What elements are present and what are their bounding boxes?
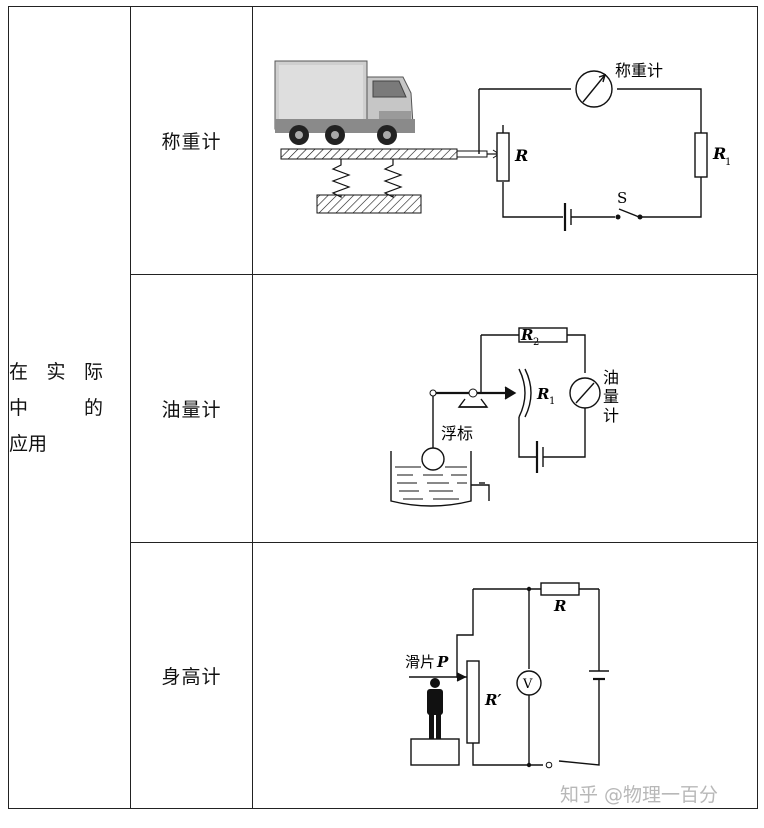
base-block: [316, 194, 422, 214]
category-line-3: 应用: [9, 432, 48, 455]
resistor-r1-label: R: [536, 385, 549, 403]
height-circuit: [409, 582, 609, 766]
resistor-r-label: R: [514, 146, 528, 165]
category-cell: 在 实 际 中 的 应用: [8, 6, 131, 809]
resistor-r2-subscript: 2: [533, 337, 539, 348]
resistor-r2-label: R: [520, 326, 533, 344]
fuel-meter-label-3: 计: [603, 406, 619, 425]
switch-s-label: S: [617, 189, 627, 207]
weight-meter-label: 称重计: [615, 61, 663, 80]
category-line-1: 在 实 际: [9, 360, 103, 383]
row-name-height: 身高计: [130, 542, 253, 809]
fuel-circuit: [390, 327, 601, 507]
table-row: 油量计: [9, 274, 758, 543]
watermark: 知乎 @物理一百分: [560, 784, 719, 806]
table-row: 在 实 际 中 的 应用 称重计: [8, 6, 758, 809]
applications-table: 在 实 际 中 的 应用 称重计: [8, 6, 758, 809]
fuel-meter-label-1: 油: [603, 368, 619, 387]
float-ball: [421, 447, 445, 471]
slider-label: 滑片: [405, 653, 435, 671]
resistor-r1-subscript: 1: [725, 157, 731, 168]
resistor-r-prime-label: R′: [484, 691, 501, 709]
scale-platform: [280, 148, 458, 160]
truck-image: [274, 60, 415, 145]
height-meter-figure-cell: V R R′ 滑片 P: [252, 542, 758, 809]
category-label: 在 实 际 中 的 应用: [9, 354, 103, 462]
fuel-liquid: [395, 466, 467, 500]
fuel-gauge-diagram: R 2 R 1 浮标 油 量 计: [390, 326, 619, 507]
weight-scale-figure-cell: 称重计 R R 1 S: [252, 6, 758, 275]
category-line-2: 中 的: [9, 396, 103, 419]
resistor-r1-subscript: 1: [549, 396, 555, 407]
resistor-r1-label: R: [712, 144, 726, 163]
voltmeter-label: V: [522, 677, 533, 692]
slider-p-label: P: [436, 653, 449, 671]
fuel-gauge-figure-cell: R 2 R 1 浮标 油 量 计: [252, 274, 758, 543]
weight-scale-diagram: 称重计 R R 1 S: [274, 60, 731, 231]
row-name-weight: 称重计: [130, 6, 253, 275]
resistor-r-label: R: [553, 597, 566, 615]
row-name-fuel: 油量计: [130, 274, 253, 543]
fuel-meter-label-2: 量: [603, 387, 619, 406]
person-silhouette: [427, 678, 443, 739]
table-row: 身高计: [9, 542, 758, 809]
float-label: 浮标: [441, 424, 473, 443]
springs: [331, 159, 403, 198]
weight-circuit: [478, 70, 708, 231]
height-meter-diagram: V R R′ 滑片 P: [405, 582, 609, 769]
